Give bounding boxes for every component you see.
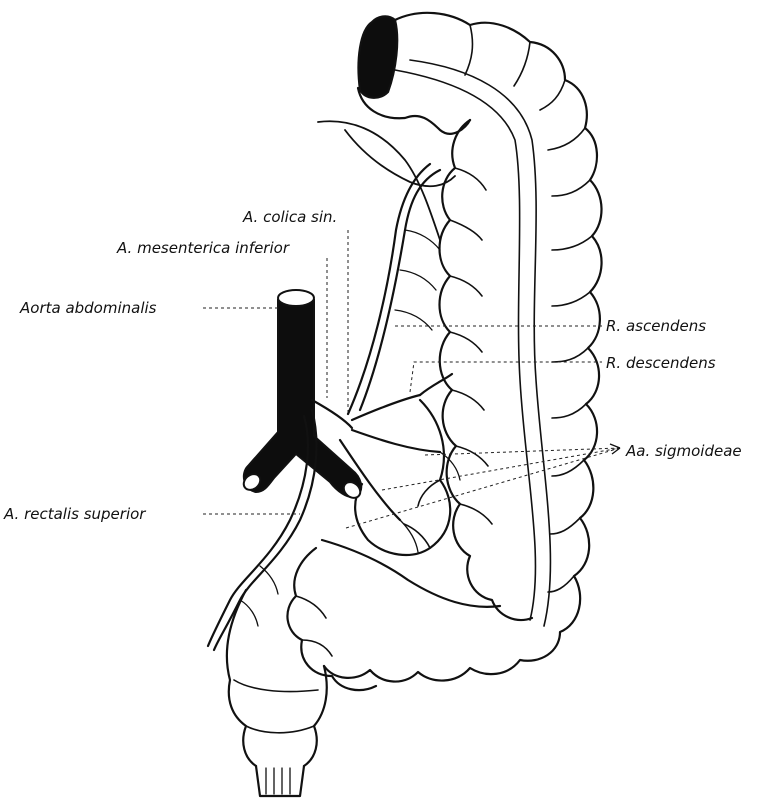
label-r-descendens: R. descendens [606,354,716,372]
sigmoid-haustra [296,480,440,656]
label-rectalis-superior: A. rectalis superior [3,505,146,523]
colon-cut-end [359,16,398,97]
sigmoid-colon-outer [287,548,376,690]
label-aorta-abdominalis: Aorta abdominalis [19,299,157,317]
a-colica-sin-trunk [352,395,420,420]
taenia-line-2 [410,60,550,626]
haustral-folds [450,25,592,592]
sigmoid-branch-1 [352,430,440,452]
mesocolon-inner-edge [345,130,455,186]
taenia-line-1 [395,70,535,620]
aorta-abdominalis-vessel [244,300,361,497]
vasa-recta [240,230,460,626]
label-colica-sin: A. colica sin. [242,208,337,226]
label-mesenterica-inferior: A. mesenterica inferior [116,239,290,257]
rectum-fold [234,680,318,733]
anal-canal-folds [266,768,290,794]
labels: A. colica sin. A. mesenterica inferior A… [3,208,742,523]
leader-r-descendens [410,362,602,392]
label-aa-sigmoideae: Aa. sigmoideae [625,442,742,460]
vessels [208,164,460,650]
rectum-right [304,666,327,766]
leader-sigmoid-2 [382,448,620,490]
sigmoid-colon-upper [322,540,500,607]
label-r-ascendens: R. ascendens [606,317,706,335]
sigmoid-colon-loop [355,400,450,555]
anal-canal [256,766,304,796]
a-mesenterica-inferior [312,400,352,428]
descending-colon-left-contour [440,120,533,620]
aorta-top-opening [278,290,314,306]
r-ascendens-branch-inner [348,164,430,414]
descending-colon-right-contour [324,13,602,682]
